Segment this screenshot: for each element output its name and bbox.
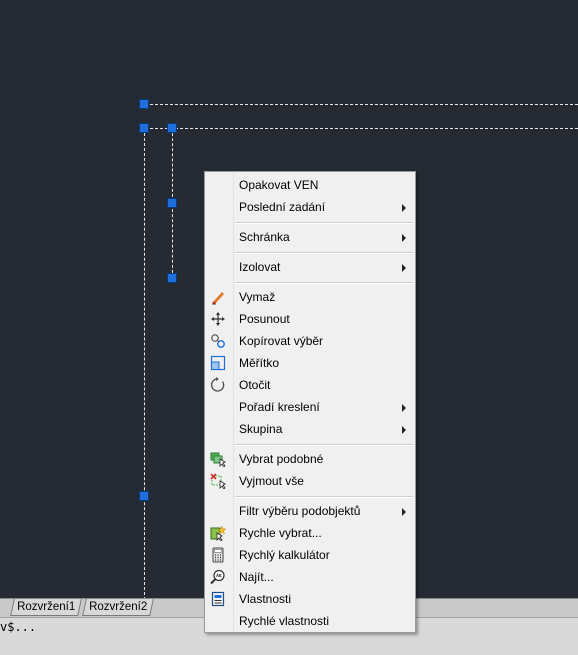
menu-item-label: Opakovat VEN bbox=[239, 178, 319, 192]
menu-item-quick-select[interactable]: Rychle vybrat... bbox=[205, 522, 415, 544]
menu-item-isolate[interactable]: Izolovat bbox=[205, 256, 415, 278]
tab-layout-2[interactable]: Rozvržení2 bbox=[82, 599, 154, 616]
menu-item-scale[interactable]: Měřítko bbox=[205, 352, 415, 374]
menu-item-group[interactable]: Skupina bbox=[205, 418, 415, 440]
eraser-icon bbox=[212, 292, 224, 305]
menu-separator bbox=[235, 282, 413, 284]
menu-item-select-similar[interactable]: Vybrat podobné bbox=[205, 448, 415, 470]
move-icon bbox=[211, 312, 225, 326]
menu-item-label: Vymaž bbox=[239, 290, 276, 304]
scale-icon bbox=[210, 355, 226, 371]
properties-icon bbox=[211, 591, 225, 607]
menu-separator bbox=[235, 444, 413, 446]
menu-item-label: Pořadí kreslení bbox=[239, 400, 320, 414]
menu-item-quick-properties[interactable]: Rychlé vlastnosti bbox=[205, 610, 415, 632]
menu-item-label: Rychle vybrat... bbox=[239, 526, 322, 540]
menu-item-quick-calculator[interactable]: Rychlý kalkulátor bbox=[205, 544, 415, 566]
submenu-arrow-icon bbox=[402, 204, 406, 212]
menu-item-label: Schránka bbox=[239, 230, 290, 244]
menu-item-rotate[interactable]: Otočit bbox=[205, 374, 415, 396]
menu-item-label: Vyjmout vše bbox=[239, 474, 304, 488]
quick-select-icon bbox=[210, 525, 226, 541]
grip-handle[interactable] bbox=[167, 273, 177, 283]
menu-item-erase[interactable]: Vymaž bbox=[205, 286, 415, 308]
menu-item-label: Najít... bbox=[239, 570, 274, 584]
select-similar-icon bbox=[210, 452, 226, 467]
grip-handle[interactable] bbox=[167, 198, 177, 208]
menu-item-subobject-filter[interactable]: Filtr výběru podobjektů bbox=[205, 500, 415, 522]
rotate-icon bbox=[210, 377, 225, 392]
selected-line[interactable] bbox=[144, 128, 145, 600]
menu-item-label: Vybrat podobné bbox=[239, 452, 324, 466]
command-line-text: v$... bbox=[0, 620, 37, 634]
menu-item-label: Otočit bbox=[239, 378, 271, 392]
menu-item-deselect-all[interactable]: Vyjmout vše bbox=[205, 470, 415, 492]
menu-item-label: Posunout bbox=[239, 312, 290, 326]
menu-item-repeat[interactable]: Opakovat VEN bbox=[205, 174, 415, 196]
menu-separator bbox=[235, 222, 413, 224]
selected-line[interactable] bbox=[145, 104, 578, 105]
menu-item-find[interactable]: Najít... bbox=[205, 566, 415, 588]
grip-handle[interactable] bbox=[139, 123, 149, 133]
menu-item-draw-order[interactable]: Pořadí kreslení bbox=[205, 396, 415, 418]
menu-item-move[interactable]: Posunout bbox=[205, 308, 415, 330]
submenu-arrow-icon bbox=[402, 508, 406, 516]
grip-handle[interactable] bbox=[139, 491, 149, 501]
menu-item-recent-input[interactable]: Poslední zadání bbox=[205, 196, 415, 218]
selected-line[interactable] bbox=[145, 128, 578, 129]
menu-separator bbox=[235, 496, 413, 498]
menu-item-label: Kopírovat výběr bbox=[239, 334, 324, 348]
copy-icon bbox=[211, 334, 225, 348]
submenu-arrow-icon bbox=[402, 404, 406, 412]
tab-layout-1[interactable]: Rozvržení1 bbox=[10, 599, 82, 616]
menu-item-label: Poslední zadání bbox=[239, 200, 326, 214]
calculator-icon bbox=[212, 547, 224, 563]
menu-item-label: Skupina bbox=[239, 422, 283, 436]
menu-item-label: Izolovat bbox=[239, 260, 281, 274]
submenu-arrow-icon bbox=[402, 264, 406, 272]
submenu-arrow-icon bbox=[402, 234, 406, 242]
menu-separator bbox=[235, 252, 413, 254]
menu-item-label: Filtr výběru podobjektů bbox=[239, 504, 361, 518]
menu-item-label: Rychlé vlastnosti bbox=[239, 614, 330, 628]
menu-item-clipboard[interactable]: Schránka bbox=[205, 226, 415, 248]
context-menu: Opakovat VEN Poslední zadání Schránka Iz… bbox=[204, 171, 416, 633]
menu-item-properties[interactable]: Vlastnosti bbox=[205, 588, 415, 610]
find-icon bbox=[210, 569, 225, 585]
grip-handle[interactable] bbox=[139, 99, 149, 109]
menu-item-copy-selection[interactable]: Kopírovat výběr bbox=[205, 330, 415, 352]
deselect-all-icon bbox=[210, 473, 226, 489]
menu-item-label: Vlastnosti bbox=[239, 592, 292, 606]
menu-item-label: Rychlý kalkulátor bbox=[239, 548, 330, 562]
submenu-arrow-icon bbox=[402, 426, 406, 434]
menu-item-label: Měřítko bbox=[239, 356, 280, 370]
grip-handle[interactable] bbox=[167, 123, 177, 133]
